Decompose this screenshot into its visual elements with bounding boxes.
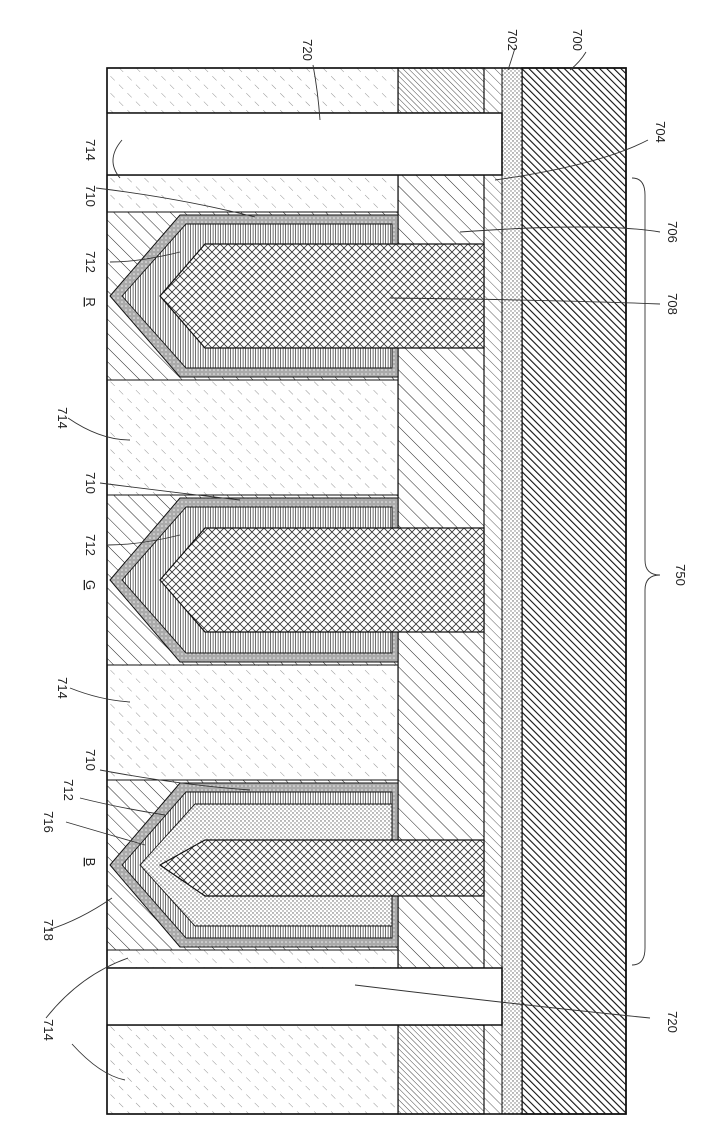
label-718: 718 xyxy=(41,919,56,941)
label-704: 704 xyxy=(653,121,668,143)
label-712-c: 712 xyxy=(61,779,76,801)
label-706: 706 xyxy=(665,221,680,243)
label-pixel-b: B xyxy=(83,858,98,867)
layer-704-bottom xyxy=(484,1025,502,1114)
label-714-d: 714 xyxy=(41,1019,56,1041)
label-720-bottom: 720 xyxy=(665,1011,680,1033)
substrate-700 xyxy=(522,68,626,1114)
label-714-a: 714 xyxy=(83,139,98,161)
label-712-a: 712 xyxy=(83,251,98,273)
layer-702 xyxy=(502,68,522,1114)
electrode-708-r xyxy=(160,244,484,348)
layer-704-top xyxy=(484,68,502,113)
label-714-c: 714 xyxy=(55,677,70,699)
label-710-b: 710 xyxy=(83,472,98,494)
brace-750 xyxy=(632,178,660,965)
encapsulation-714-bottom xyxy=(107,1025,398,1114)
bank-706-bottom xyxy=(398,1025,484,1114)
label-710-c: 710 xyxy=(83,749,98,771)
gap-720-bottom xyxy=(107,968,502,1025)
label-716: 716 xyxy=(41,811,56,833)
bank-706-top xyxy=(398,68,484,113)
encapsulation-714-top xyxy=(107,68,398,113)
layer-704 xyxy=(484,175,502,968)
label-710-a: 710 xyxy=(83,185,98,207)
label-712-b: 712 xyxy=(83,534,98,556)
electrode-708-g xyxy=(160,528,484,632)
label-708: 708 xyxy=(665,293,680,315)
label-720-top: 720 xyxy=(300,39,315,61)
label-702: 702 xyxy=(505,29,520,51)
electrode-708-b xyxy=(160,840,484,896)
label-750: 750 xyxy=(673,564,688,586)
gap-720-top xyxy=(107,113,502,175)
label-700: 700 xyxy=(570,29,585,51)
label-714-b: 714 xyxy=(55,407,70,429)
label-pixel-r: R xyxy=(83,297,98,306)
label-pixel-g: G xyxy=(83,580,98,590)
